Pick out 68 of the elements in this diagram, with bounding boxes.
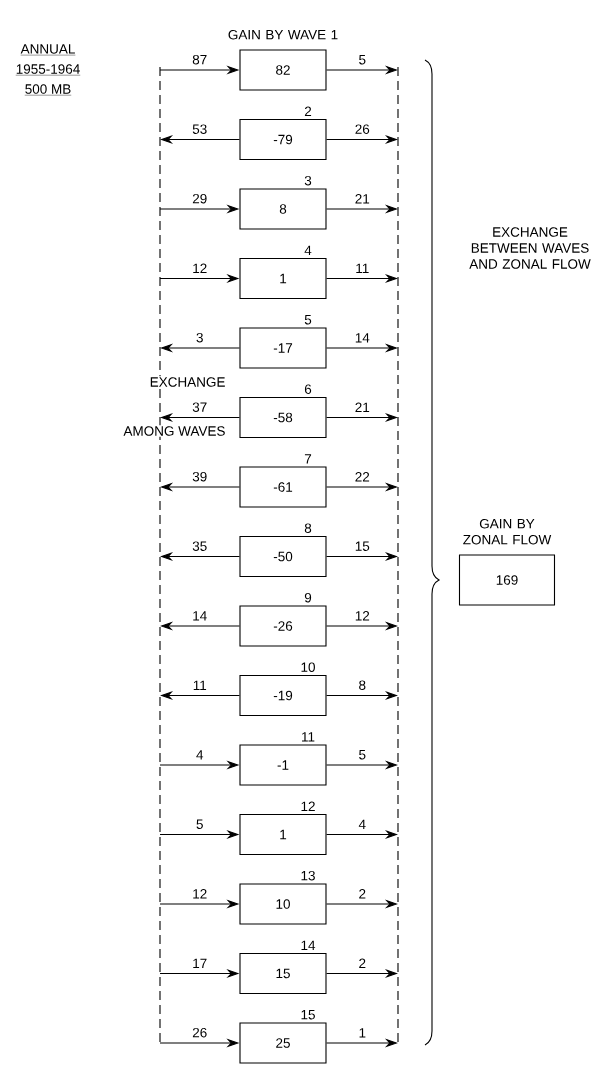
value-box: -1	[239, 744, 327, 786]
edge-label: 35	[192, 541, 207, 551]
side-label: EXCHANGE	[148, 376, 227, 388]
box-heading: GAIN BY ZONAL FLOW	[463, 518, 552, 545]
wave-number: 2	[304, 106, 312, 116]
edge-label: 1	[359, 1028, 366, 1038]
wave-number: 6	[304, 384, 312, 394]
value-box: 82	[239, 49, 327, 91]
edge-label: 53	[192, 124, 207, 134]
edge-label: 22	[355, 472, 370, 482]
value-box: 15	[239, 952, 327, 995]
value-box: 8	[239, 188, 327, 230]
underlined-note: ANNUAL	[20, 44, 76, 56]
edge-label: 26	[192, 1027, 207, 1038]
value-box: -19	[239, 674, 327, 717]
underlined-note: 500 MB	[24, 84, 72, 96]
edge-label: 8	[359, 680, 366, 690]
edge-label: 39	[192, 471, 207, 482]
box-heading: GAIN BY WAVE 1	[228, 29, 338, 40]
edge-label: 87	[192, 54, 207, 65]
wave-number: 9	[304, 592, 312, 603]
edge-label: 14	[193, 611, 207, 621]
edge-label: 2	[359, 889, 366, 899]
value-box: -58	[239, 396, 327, 439]
edge-label: 37	[192, 402, 207, 412]
value-box: 1	[239, 257, 327, 300]
value-box: -26	[239, 605, 327, 647]
wave-number: 15	[301, 1010, 315, 1020]
wave-number: 8	[304, 523, 312, 533]
edge-label: 12	[193, 263, 207, 273]
wave-number: 7	[304, 454, 312, 464]
edge-label: 11	[356, 263, 369, 273]
edge-label: 12	[355, 611, 370, 621]
wave-number: 5	[304, 315, 312, 325]
value-box: 169	[458, 554, 556, 606]
edge-label: 11	[193, 680, 207, 690]
value-box: 10	[239, 883, 327, 925]
edge-label: 26	[355, 124, 370, 134]
side-label: EXCHANGE BETWEEN WAVES AND ZONAL FLOW	[469, 227, 591, 269]
edge-label: 17	[193, 958, 207, 968]
edge-label: 4	[358, 819, 366, 829]
edge-label: 29	[192, 193, 207, 204]
value-box: -79	[239, 118, 327, 161]
underlined-note: 1955-1964	[15, 64, 81, 76]
edge-label: 5	[359, 55, 366, 65]
value-box: 25	[239, 1022, 327, 1064]
edge-label: 21	[355, 402, 370, 412]
value-box: -61	[239, 466, 327, 508]
edge-label: 5	[359, 750, 366, 760]
side-label: AMONG WAVES	[122, 425, 227, 437]
wave-number: 12	[301, 801, 315, 811]
wave-number: 14	[301, 940, 316, 950]
wave-number: 10	[301, 662, 315, 672]
edge-label: 12	[193, 889, 207, 899]
edge-label: 2	[359, 958, 366, 968]
edge-label: 5	[196, 819, 203, 829]
edge-label: 4	[196, 750, 204, 760]
edge-label: 14	[355, 333, 370, 343]
wave-number: 3	[304, 175, 312, 186]
value-box: 1	[239, 813, 327, 856]
edge-label: 15	[355, 541, 370, 551]
value-box: -17	[239, 327, 327, 369]
wave-number: 13	[301, 870, 315, 881]
edge-label: 3	[196, 332, 203, 343]
wave-number: 11	[302, 732, 315, 742]
wave-number: 4	[304, 245, 312, 255]
value-box: -50	[239, 535, 327, 578]
edge-label: 21	[355, 194, 370, 204]
